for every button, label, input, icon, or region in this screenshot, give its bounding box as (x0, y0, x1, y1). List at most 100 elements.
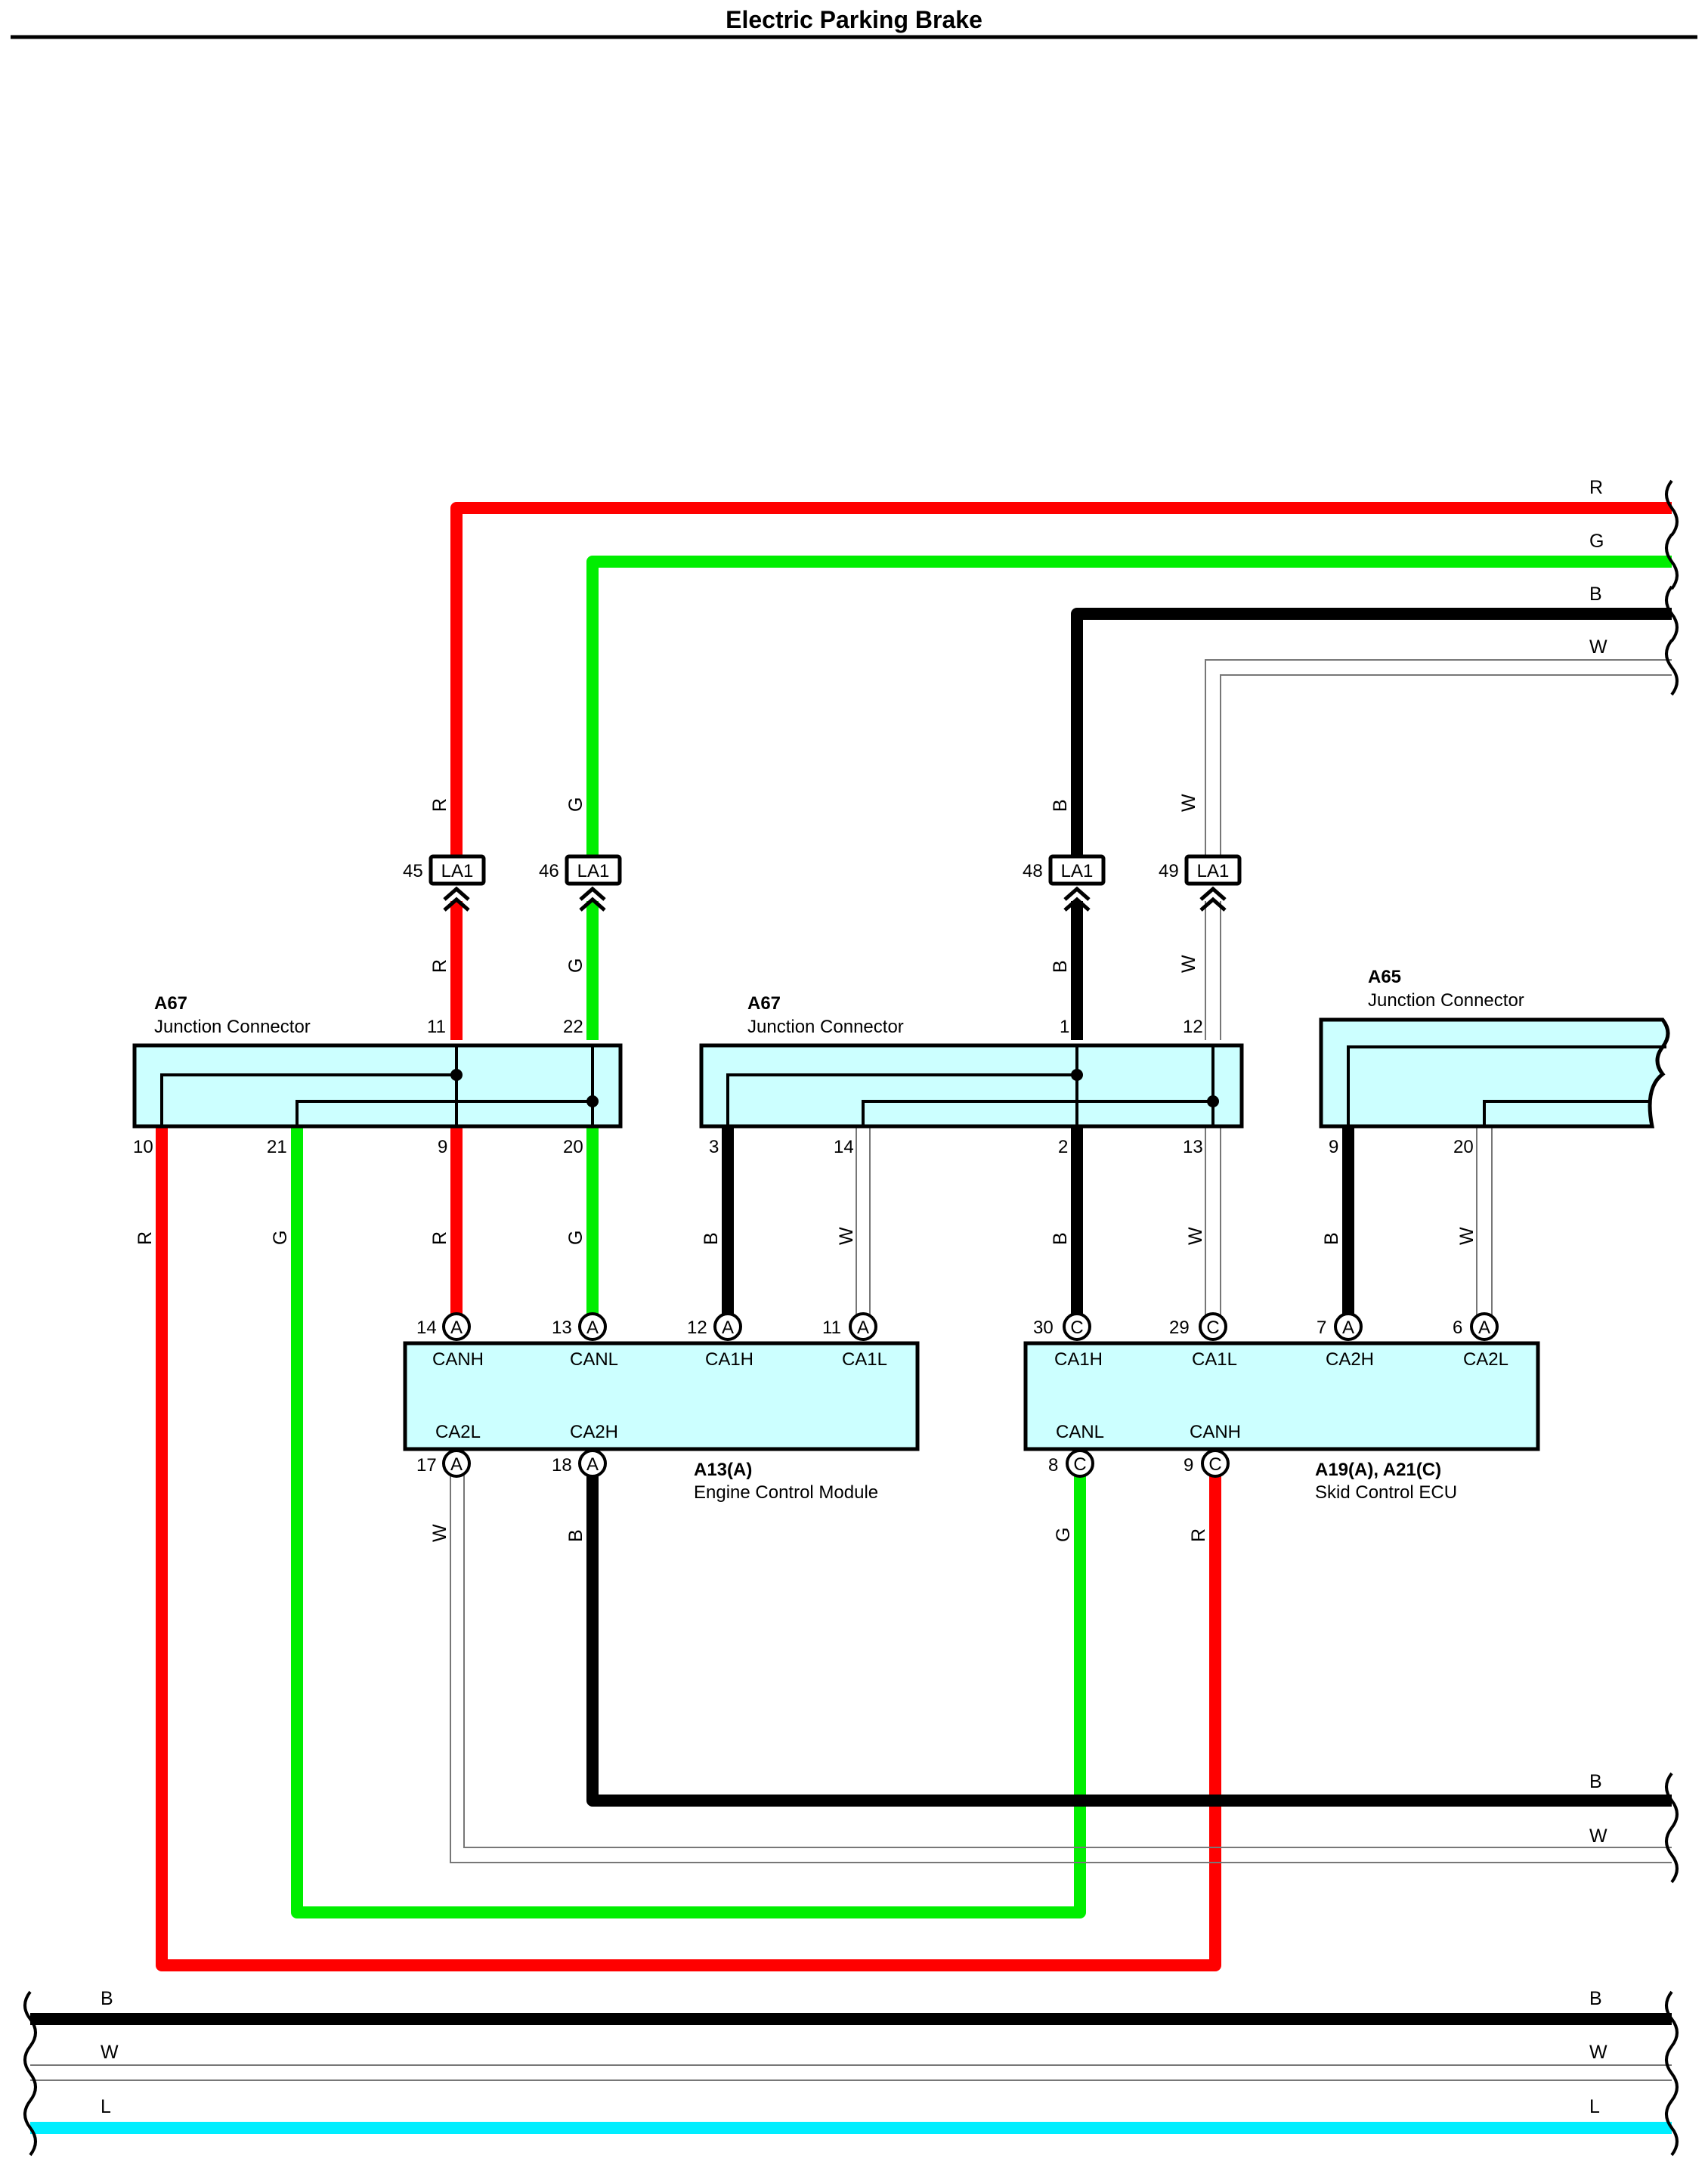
bus-wire-white (30, 2064, 1672, 2081)
break-marks-top (1665, 479, 1679, 696)
wire-code-r: R (135, 1231, 156, 1245)
wire-code-g: G (565, 1231, 586, 1245)
skid-pin-number: 8 (1048, 1455, 1058, 1476)
wire-code-b: B (1589, 1771, 1602, 1792)
wire-code-g: G (1053, 1528, 1074, 1542)
svg-text:LA1: LA1 (1197, 861, 1230, 881)
wire-code-l: L (1589, 2096, 1600, 2117)
skid-id: A19(A), A21(C) (1315, 1460, 1441, 1480)
wire-code-w: W (1185, 1227, 1206, 1245)
svg-text:A: A (586, 1454, 599, 1475)
wire-code-w: W (836, 1227, 857, 1245)
svg-text:C: C (1208, 1454, 1221, 1475)
junction-connector-a65 (1319, 1017, 1670, 1129)
wire-code-g: G (1589, 531, 1604, 552)
skid-signal: CANH (1190, 1422, 1241, 1442)
wire-code-b: B (101, 1988, 113, 2009)
ecm-id: A13(A) (694, 1460, 752, 1480)
wire-code-w: W (101, 2042, 119, 2063)
break-marks-bottom (23, 1990, 1679, 2157)
skid-signal: CA2H (1326, 1349, 1374, 1370)
skid-pin-circles (1063, 1312, 1499, 1478)
wire-code-l: L (101, 2096, 111, 2117)
junction-connector-a67-mid (699, 1043, 1244, 1129)
svg-text:LA1: LA1 (441, 861, 474, 881)
svg-text:C: C (1206, 1318, 1219, 1338)
wire-black-ecm-bottom (586, 1476, 1672, 1807)
svg-text:A: A (722, 1318, 734, 1338)
wire-black-top (1071, 608, 1672, 1040)
wire-code-g: G (565, 797, 586, 812)
jc-left-name: Junction Connector (154, 1017, 311, 1037)
jc-mid-pin: 3 (709, 1137, 719, 1157)
svg-text:45: 45 (403, 861, 423, 881)
wire-green-top (586, 556, 1672, 1040)
ecm-signal: CANH (432, 1349, 484, 1370)
svg-text:A: A (450, 1454, 463, 1475)
jc-mid-id: A67 (747, 993, 781, 1014)
ecm-signal: CA2H (570, 1422, 618, 1442)
wire-code-w: W (1589, 636, 1607, 658)
wire-code-r: R (429, 798, 450, 812)
svg-text:A: A (450, 1318, 463, 1338)
wire-code-w: W (1456, 1227, 1477, 1245)
jc-left-pin: 9 (438, 1137, 447, 1157)
wire-code-w: W (1178, 794, 1199, 812)
la1-connector-49: LA1 49 (1159, 854, 1242, 912)
ecm-signal: CA1L (842, 1349, 887, 1370)
ecm-name: Engine Control Module (694, 1482, 878, 1503)
svg-text:A: A (1478, 1318, 1490, 1338)
wire-green-bottom (291, 1126, 1086, 1918)
jc-right-name: Junction Connector (1368, 990, 1524, 1011)
svg-text:C: C (1073, 1454, 1086, 1475)
skid-signal: CA2L (1463, 1349, 1508, 1370)
svg-text:C: C (1070, 1318, 1083, 1338)
wire-code-r: R (429, 959, 450, 973)
ecm-pin-number: 12 (687, 1318, 707, 1338)
page-title: Electric Parking Brake (726, 6, 982, 33)
skid-pin-number: 7 (1317, 1318, 1326, 1338)
jc-mid-pin: 12 (1183, 1017, 1203, 1037)
wire-code-b: B (1050, 1232, 1071, 1245)
jc-right-pin: 20 (1453, 1137, 1474, 1157)
svg-text:46: 46 (539, 861, 559, 881)
skid-pin-letters: C C A A C C (1070, 1318, 1490, 1475)
svg-text:48: 48 (1023, 861, 1043, 881)
wire-code-b: B (701, 1232, 722, 1245)
jc-left-id: A67 (154, 993, 187, 1014)
jc-left-pin: 10 (133, 1137, 153, 1157)
ecm-pin-number: 18 (552, 1455, 572, 1476)
wire-code-b: B (1589, 584, 1602, 605)
skid-signal: CA1H (1054, 1349, 1103, 1370)
wire-code-b: B (1321, 1232, 1342, 1245)
ecm-pin-number: 11 (822, 1318, 841, 1338)
jc-right-id: A65 (1368, 967, 1401, 987)
la1-connector-46: LA1 46 (539, 854, 622, 912)
svg-text:A: A (586, 1318, 599, 1338)
jc-right-pin: 9 (1329, 1137, 1338, 1157)
jc-mid-pin: 14 (834, 1137, 854, 1157)
wire-code-r: R (429, 1231, 450, 1245)
wire-white-ecm (856, 1126, 871, 1315)
jc-mid-name: Junction Connector (747, 1017, 904, 1037)
wire-white-ecm-bottom (450, 1476, 1672, 1863)
junction-connector-a67-left (132, 1043, 623, 1129)
ecm-pin-circles (442, 1312, 877, 1478)
ecm-pin-number: 13 (552, 1318, 572, 1338)
ecm-pin-letters: A A A A A A (450, 1318, 869, 1475)
jc-mid-pin: 2 (1058, 1137, 1068, 1157)
la1-connector-45: LA1 45 (403, 854, 486, 912)
ecm-pin-number: 17 (416, 1455, 437, 1476)
skid-signal: CA1L (1192, 1349, 1237, 1370)
jc-left-pin: 21 (267, 1137, 287, 1157)
skid-signal: CANL (1056, 1422, 1104, 1442)
wire-code-r: R (1188, 1528, 1209, 1542)
svg-text:LA1: LA1 (577, 861, 610, 881)
break-marks-mid (1665, 1772, 1679, 1884)
skid-control-ecu (1023, 1341, 1540, 1451)
wire-code-w: W (1589, 2042, 1607, 2063)
svg-text:LA1: LA1 (1061, 861, 1094, 881)
ecm-signal: CA2L (435, 1422, 481, 1442)
ecm-pin-number: 14 (416, 1318, 437, 1338)
